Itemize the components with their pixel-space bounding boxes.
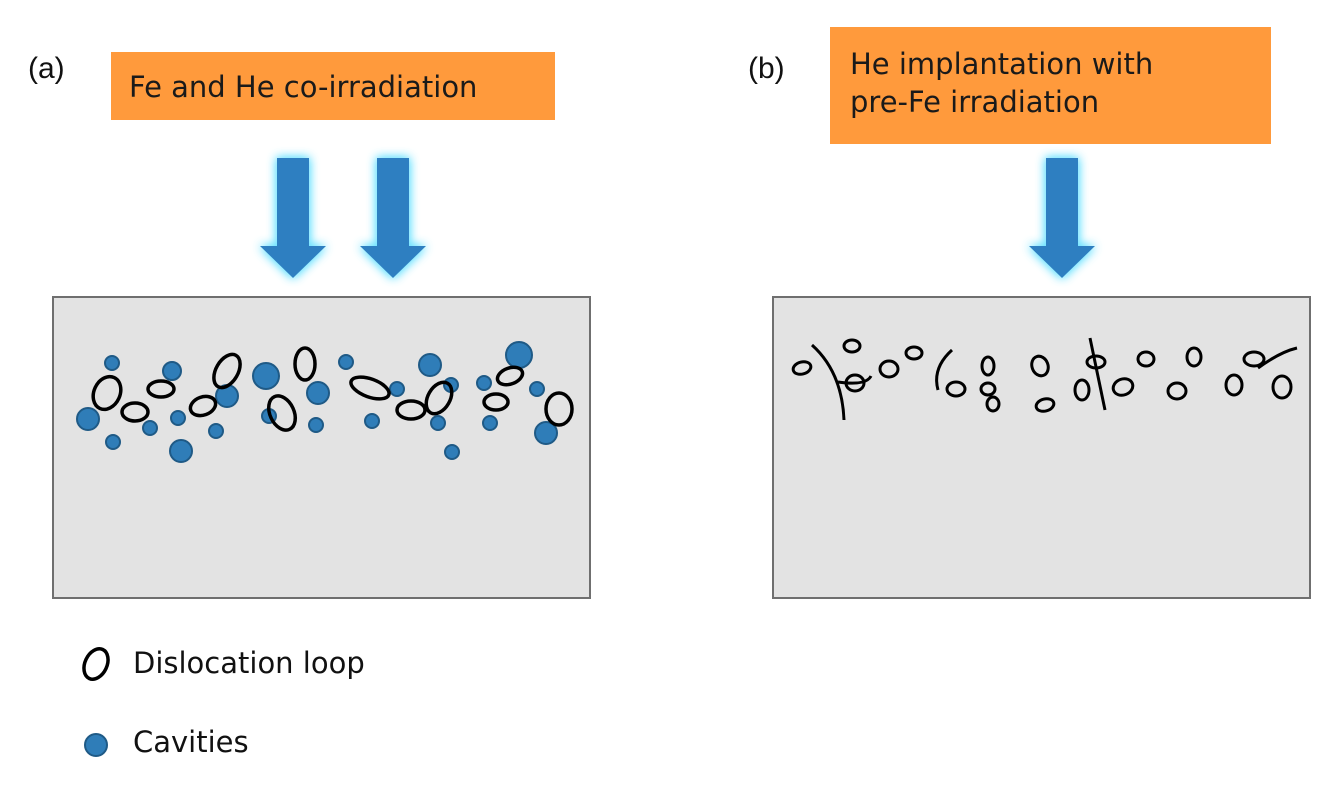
panel-b-arrow-icon — [1029, 158, 1095, 278]
legend-loop-label: Dislocation loop — [133, 646, 365, 680]
loop-mark — [146, 379, 176, 399]
cavity-mark — [169, 439, 193, 463]
legend-cavity-label: Cavities — [133, 725, 249, 759]
loop-mark — [1271, 374, 1293, 400]
cavity-mark — [308, 417, 324, 433]
loop-mark — [495, 365, 525, 387]
cavity-mark — [104, 355, 120, 371]
cavity-mark — [505, 341, 533, 369]
panel-b-sample-slab — [772, 296, 1311, 599]
loop-mark — [544, 391, 574, 427]
cavity-mark — [252, 362, 280, 390]
cavity-mark — [338, 354, 354, 370]
loop-mark — [979, 381, 997, 397]
panel-b-banner-line-2: pre-Fe irradiation — [850, 85, 1100, 119]
panel-a-arrow-2-icon — [360, 158, 426, 278]
loop-mark — [878, 359, 900, 379]
loop-mark — [1034, 397, 1056, 413]
cavity-mark — [482, 415, 498, 431]
cavity-mark — [364, 413, 380, 429]
loop-mark — [985, 395, 1001, 413]
cavity-mark — [162, 361, 182, 381]
cavity-mark — [529, 381, 545, 397]
cavity-mark — [306, 381, 330, 405]
loop-mark — [1030, 354, 1050, 378]
loop-mark — [980, 355, 996, 377]
dislocation-line-mark — [1257, 346, 1298, 370]
loop-mark — [395, 399, 427, 421]
loop-mark — [212, 352, 242, 390]
loop-mark — [188, 394, 218, 418]
cavity-mark — [476, 375, 492, 391]
loop-mark — [1224, 373, 1244, 397]
panel-b-dislocation-loops — [791, 337, 1298, 421]
panel-a-sample-slab — [52, 296, 591, 599]
loop-mark — [1185, 346, 1203, 368]
loop-mark — [1166, 381, 1188, 401]
loop-mark — [120, 401, 150, 423]
cavity-mark — [418, 353, 442, 377]
panel-b-label: (b) — [748, 52, 785, 85]
loop-mark — [424, 380, 454, 416]
loop-mark — [349, 375, 391, 401]
dislocation-line-mark — [1088, 337, 1107, 411]
panel-a-arrow-1-icon — [260, 158, 326, 278]
dislocation-line-mark — [810, 343, 846, 421]
loop-mark — [1111, 377, 1135, 397]
panel-b-banner: He implantation with pre-Fe irradiation — [830, 27, 1271, 144]
loop-mark — [945, 380, 967, 398]
panel-a-label: (a) — [28, 52, 65, 85]
cavity-mark — [105, 434, 121, 450]
loop-mark — [91, 374, 123, 412]
dislocation-line-mark — [837, 375, 873, 385]
loop-mark — [1242, 350, 1266, 368]
loop-mark — [293, 346, 317, 382]
panel-a-banner: Fe and He co-irradiation — [111, 52, 555, 120]
cavity-mark — [208, 423, 224, 439]
cavity-mark — [142, 420, 158, 436]
panel-a-banner-line-1: Fe and He co-irradiation — [129, 70, 478, 104]
cavity-mark — [444, 444, 460, 460]
legend-cavity-icon — [84, 733, 108, 757]
loop-mark — [791, 360, 813, 376]
loop-mark — [266, 394, 298, 432]
loop-mark — [842, 338, 862, 354]
panel-b-banner-line-1: He implantation with — [850, 47, 1154, 81]
cavity-mark — [170, 410, 186, 426]
loop-mark — [482, 392, 510, 412]
loop-mark — [904, 345, 924, 361]
legend-loop-icon — [82, 647, 110, 681]
cavity-mark — [430, 415, 446, 431]
panel-a-dislocation-loops — [91, 346, 574, 432]
cavity-mark — [389, 381, 405, 397]
loop-mark — [1073, 378, 1091, 402]
cavity-mark — [76, 407, 100, 431]
dislocation-line-mark — [935, 348, 954, 391]
loop-mark — [1136, 350, 1156, 368]
cavity-mark — [534, 421, 558, 445]
